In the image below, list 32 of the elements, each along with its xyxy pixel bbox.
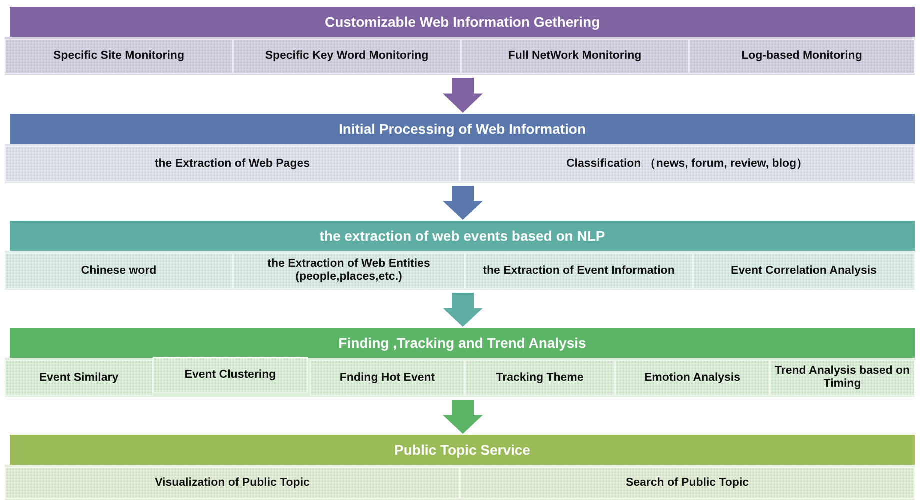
layer-panel: [5, 328, 915, 397]
item-tile: Classification （news, forum, review, blog）: [460, 146, 915, 182]
block-arrow: [443, 400, 483, 434]
item-tile: Specific Site Monitoring: [5, 39, 233, 74]
item-tile: the Extraction of Web Pages: [5, 146, 460, 182]
item-tile: Trend Analysis based on Timing: [770, 360, 915, 396]
item-tile: Fnding Hot Event: [310, 360, 465, 396]
layer-header: Customizable Web Information Gethering: [10, 7, 915, 37]
layer-panel: [5, 7, 915, 75]
item-tile: Log-based Monitoring: [689, 39, 915, 74]
item-tile: Event Similary: [5, 360, 153, 396]
item-tile: the Extraction of Event Information: [465, 253, 693, 289]
layer-header: the extraction of web events based on NLP: [10, 221, 915, 251]
item-tile: Tracking Theme: [465, 360, 615, 396]
item-tile: the Extraction of Web Entities (people,places,etc.): [233, 253, 465, 289]
block-arrow: [443, 186, 483, 220]
layer-header: Initial Processing of Web Information: [10, 114, 915, 144]
item-tile: Chinese word: [5, 253, 233, 289]
layer-panel: [5, 435, 915, 500]
item-tile: Visualization of Public Topic: [5, 467, 460, 499]
block-arrow: [443, 293, 483, 327]
item-tile: Full NetWork Monitoring: [461, 39, 689, 74]
item-tile: Specific Key Word Monitoring: [233, 39, 461, 74]
item-tile: Search of Public Topic: [460, 467, 915, 499]
block-arrow: [443, 78, 483, 113]
item-tile: Event Correlation Analysis: [693, 253, 915, 289]
layer-header: Public Topic Service: [10, 435, 915, 465]
item-tile: Event Clustering: [153, 357, 308, 393]
layer-panel: [5, 221, 915, 290]
item-tile: Emotion Analysis: [615, 360, 770, 396]
layer-panel: [5, 114, 915, 183]
layer-header: Finding ,Tracking and Trend Analysis: [10, 328, 915, 358]
